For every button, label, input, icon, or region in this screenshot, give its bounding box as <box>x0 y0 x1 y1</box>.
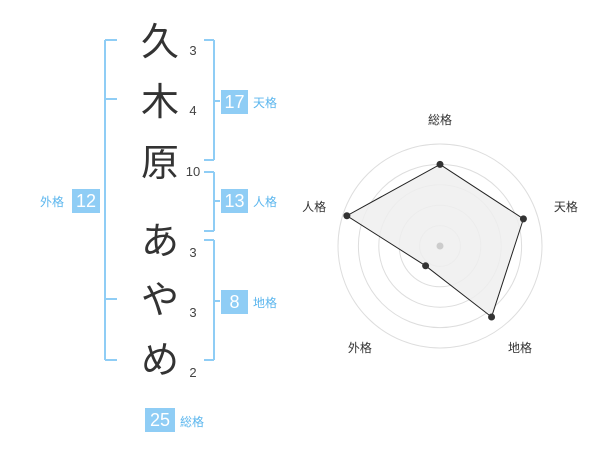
radar-axis-label-5: 人格 <box>302 199 326 214</box>
name-char-4: あ <box>140 219 179 263</box>
radar-point-5 <box>343 212 351 220</box>
soukaku-label: 総格 <box>180 415 205 429</box>
gaikaku-label: 外格 <box>40 195 65 209</box>
stroke-count-6: 2 <box>189 365 197 380</box>
jinkaku-label: 人格 <box>253 195 278 209</box>
tenkaku-value-badge: 17 <box>221 90 248 114</box>
radar-point-3 <box>488 313 496 321</box>
tenkaku-label: 天格 <box>253 96 278 110</box>
jinkaku-bracket <box>204 171 220 232</box>
tenkaku-bracket <box>204 39 220 161</box>
jinkaku-value-badge: 13 <box>221 189 248 213</box>
soukaku-value-badge: 25 <box>145 408 175 432</box>
name-char-1: 久 <box>140 20 179 64</box>
radar-axis-label-4: 外格 <box>348 340 372 355</box>
gaikaku-bracket <box>104 39 117 361</box>
radar-axis-label-3: 地格 <box>508 340 532 355</box>
name-char-2: 木 <box>140 80 179 124</box>
chikaku-label: 地格 <box>253 296 278 310</box>
bracket-lines <box>104 39 220 361</box>
radar-point-2 <box>519 215 527 223</box>
chikaku-bracket <box>204 239 220 361</box>
name-char-3: 原 <box>140 141 179 185</box>
stroke-count-2: 4 <box>189 103 197 118</box>
radar-axis-label-2: 天格 <box>554 199 578 214</box>
radar-area <box>345 163 525 318</box>
gaikaku-value-badge: 12 <box>72 189 100 213</box>
radar-axis-label-1: 総格 <box>428 112 452 127</box>
radar-point-1 <box>436 160 444 168</box>
stroke-count-1: 3 <box>189 43 197 58</box>
stroke-count-4: 3 <box>189 245 197 260</box>
name-char-6: め <box>140 338 179 382</box>
stroke-count-5: 3 <box>189 305 197 320</box>
name-char-5: や <box>140 278 179 322</box>
radar-grid-ring <box>337 143 543 349</box>
radar-center-point <box>436 242 444 250</box>
chikaku-value-badge: 8 <box>221 290 248 314</box>
radar-point-4 <box>422 262 430 270</box>
stroke-count-3: 10 <box>185 164 201 179</box>
